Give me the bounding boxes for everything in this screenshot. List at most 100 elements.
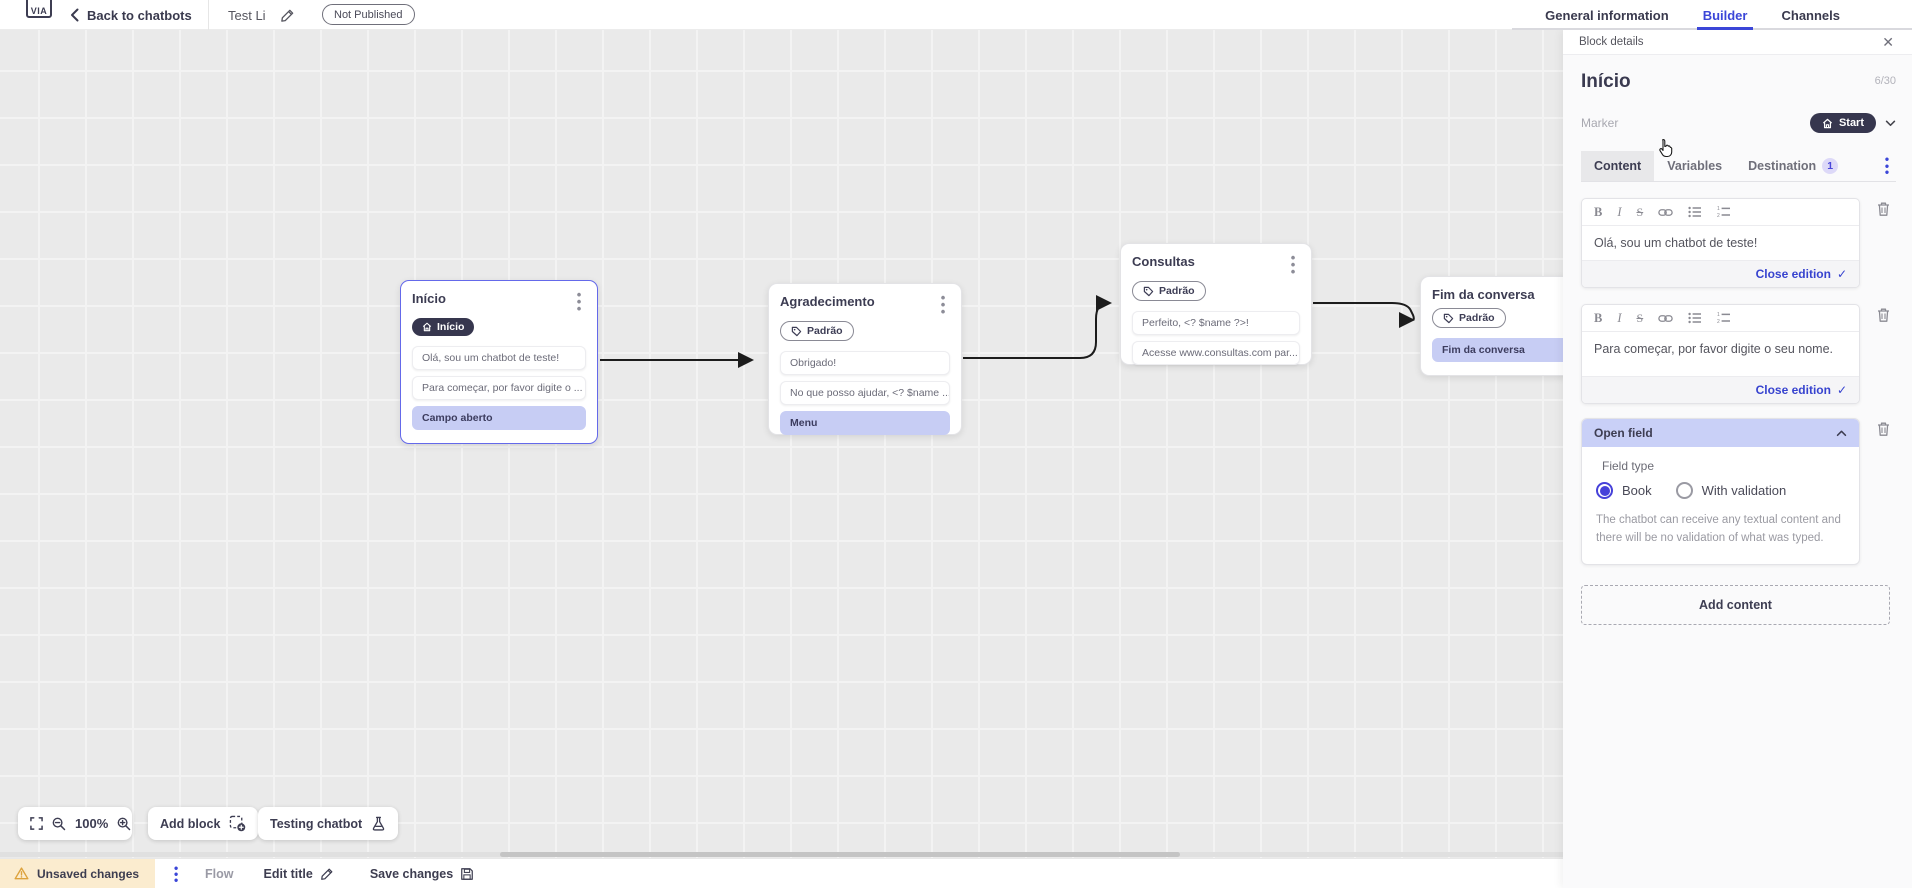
numbered-list-icon[interactable]: 12 bbox=[1717, 312, 1731, 324]
top-bar: VIA Back to chatbots Test Li Not Publish… bbox=[0, 0, 1912, 30]
block-menu-icon[interactable]: ••• bbox=[940, 290, 946, 320]
edit-title-pencil-icon[interactable] bbox=[280, 8, 295, 23]
block-name-input[interactable]: Início bbox=[1581, 71, 1631, 92]
name-counter: 6/30 bbox=[1874, 75, 1896, 87]
block-content-row[interactable]: Acesse www.consultas.com par... bbox=[1132, 340, 1300, 365]
flow-block-inicio[interactable]: Início ••• Início Olá, sou um chatbot de… bbox=[400, 280, 598, 444]
back-to-chatbots[interactable]: Back to chatbots bbox=[70, 0, 192, 30]
chevron-down-icon[interactable] bbox=[1885, 120, 1896, 127]
block-content-row[interactable]: Para começar, por favor digite o ... bbox=[412, 376, 586, 401]
flow-connections bbox=[600, 295, 1415, 368]
block-menu-icon[interactable]: ••• bbox=[1290, 250, 1296, 280]
block-content-row[interactable]: No que posso ajudar, <? $name ... bbox=[780, 380, 950, 405]
zoom-in-icon[interactable] bbox=[117, 817, 131, 831]
add-block-label: Add block bbox=[160, 816, 221, 831]
close-edition-link[interactable]: Close edition bbox=[1755, 267, 1831, 282]
flow-canvas[interactable]: Início ••• Início Olá, sou um chatbot de… bbox=[0, 30, 1563, 858]
numbered-list-icon[interactable]: 12 bbox=[1717, 206, 1731, 218]
block-title: Início bbox=[412, 291, 446, 306]
tab-builder[interactable]: Builder bbox=[1696, 0, 1754, 30]
tab-variables[interactable]: Variables bbox=[1667, 159, 1723, 173]
save-icon bbox=[461, 867, 474, 880]
italic-icon[interactable]: I bbox=[1617, 204, 1622, 219]
add-block-button[interactable]: Add block bbox=[148, 807, 259, 840]
block-content-row[interactable]: Obrigado! bbox=[780, 350, 950, 375]
bot-title-area: Test Li bbox=[228, 0, 295, 30]
italic-icon[interactable]: I bbox=[1617, 310, 1622, 325]
edit-title-button[interactable]: Edit title bbox=[264, 867, 334, 881]
flow-block-consultas[interactable]: Consultas ••• Padrão Perfeito, <? $name … bbox=[1120, 243, 1312, 365]
close-panel-icon[interactable]: ✕ bbox=[1882, 33, 1894, 50]
tag-icon bbox=[791, 326, 802, 337]
block-content-row[interactable]: Perfeito, <? $name ?>! bbox=[1132, 310, 1300, 335]
canvas-hscrollbar[interactable] bbox=[0, 852, 1563, 857]
block-marker-pill: Padrão bbox=[780, 321, 854, 342]
panel-tabs-menu-icon[interactable]: ••• bbox=[1884, 152, 1890, 180]
marker-label: Marker bbox=[1581, 116, 1619, 130]
open-field-title: Open field bbox=[1594, 426, 1653, 441]
destination-count-badge: 1 bbox=[1822, 158, 1839, 174]
strikethrough-icon[interactable]: S bbox=[1636, 310, 1644, 325]
bullet-list-icon[interactable] bbox=[1688, 206, 1702, 218]
back-chevron-icon bbox=[71, 8, 79, 22]
bot-title-text[interactable]: Test Li bbox=[228, 7, 266, 23]
bold-icon[interactable]: B bbox=[1594, 310, 1603, 325]
canvas-hscrollbar-thumb[interactable] bbox=[500, 852, 1180, 857]
block-open-field-row[interactable]: Campo aberto bbox=[412, 406, 586, 431]
tab-content[interactable]: Content bbox=[1581, 151, 1655, 181]
bold-icon[interactable]: B bbox=[1594, 204, 1603, 219]
block-details-panel: Block details ✕ Início 6/30 Marker Start bbox=[1563, 30, 1912, 888]
bottom-status-bar: Unsaved changes ••• Flow Edit title Save… bbox=[0, 858, 1563, 888]
flow-block-agradecimento[interactable]: Agradecimento ••• Padrão Obrigado! No qu… bbox=[768, 283, 962, 435]
block-marker-pill: Padrão bbox=[1432, 308, 1506, 328]
panel-tabs: Content Variables Destination 1 ••• bbox=[1581, 151, 1896, 182]
radio-unselected-icon bbox=[1675, 482, 1693, 500]
tag-icon bbox=[1143, 286, 1154, 297]
tab-general-information[interactable]: General information bbox=[1545, 7, 1669, 23]
link-icon[interactable] bbox=[1658, 207, 1673, 218]
tab-channels[interactable]: Channels bbox=[1781, 7, 1840, 23]
connection-consultas-fim bbox=[1313, 302, 1415, 328]
flow-mode-label[interactable]: Flow bbox=[205, 866, 234, 881]
unsaved-changes-area: Unsaved changes bbox=[0, 859, 156, 888]
delete-content-icon[interactable] bbox=[1870, 201, 1896, 217]
close-edition-link[interactable]: Close edition bbox=[1755, 383, 1831, 398]
back-label: Back to chatbots bbox=[87, 7, 192, 23]
panel-title: Block details bbox=[1579, 36, 1644, 48]
radio-with-validation[interactable]: With validation bbox=[1675, 482, 1786, 500]
fullscreen-icon[interactable] bbox=[30, 817, 43, 830]
strikethrough-icon[interactable]: S bbox=[1636, 204, 1644, 219]
block-title: Fim da conversa bbox=[1432, 287, 1535, 302]
block-menu-row[interactable]: Menu bbox=[780, 410, 950, 435]
block-marker-label: Padrão bbox=[1159, 285, 1195, 298]
statusbar-menu-icon[interactable]: ••• bbox=[173, 860, 179, 887]
block-end-row[interactable]: Fim da conversa bbox=[1432, 337, 1563, 362]
tab-destination[interactable]: Destination 1 bbox=[1735, 151, 1851, 181]
save-changes-button[interactable]: Save changes bbox=[370, 867, 474, 881]
block-content-row[interactable]: Olá, sou um chatbot de teste! bbox=[412, 346, 586, 371]
open-field-header[interactable]: Open field bbox=[1582, 419, 1859, 448]
flow-block-fim-da-conversa[interactable]: Fim da conversa Padrão Fim da conversa bbox=[1420, 276, 1563, 376]
block-menu-icon[interactable]: ••• bbox=[576, 287, 582, 317]
marker-start-pill[interactable]: Start bbox=[1809, 113, 1876, 133]
bullet-list-icon[interactable] bbox=[1688, 312, 1702, 324]
testing-chatbot-button[interactable]: Testing chatbot bbox=[258, 807, 399, 840]
link-icon[interactable] bbox=[1658, 313, 1673, 324]
radio-book[interactable]: Book bbox=[1596, 482, 1652, 500]
delete-content-icon[interactable] bbox=[1870, 307, 1896, 323]
marker-value: Start bbox=[1838, 117, 1864, 129]
warning-icon bbox=[14, 867, 29, 880]
zoom-out-icon[interactable] bbox=[52, 817, 66, 831]
editor-text[interactable]: Olá, sou um chatbot de teste! bbox=[1594, 236, 1758, 250]
flask-icon bbox=[372, 816, 385, 831]
add-content-button[interactable]: Add content bbox=[1581, 584, 1890, 625]
editor-text[interactable]: Para começar, por favor digite o seu nom… bbox=[1594, 342, 1834, 357]
pencil-icon bbox=[320, 868, 333, 880]
top-tabs: General information Builder Channels bbox=[1545, 0, 1840, 30]
delete-content-icon[interactable] bbox=[1870, 421, 1896, 437]
